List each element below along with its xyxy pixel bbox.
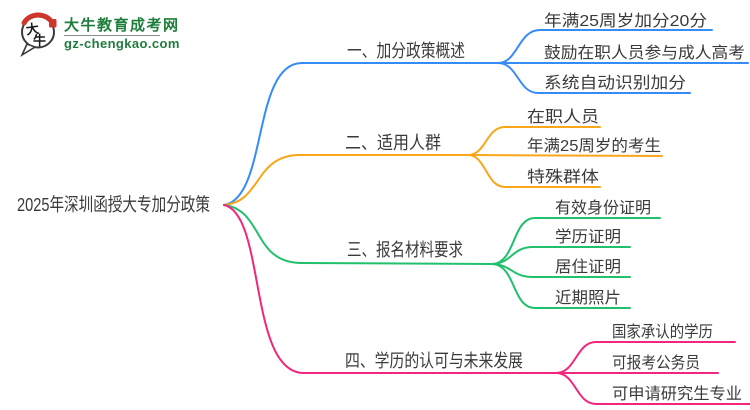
logo-divider [64,35,160,36]
branch-3-fork-line-0 [492,217,661,265]
logo-bubble-tail [20,42,37,58]
logo-text-block: 大牛教育成考网 gz-chengkao.com [64,12,180,51]
site-url: gz-chengkao.com [64,36,180,51]
branch-2-fork-line-2 [467,154,601,188]
branch-4-trunk-line [223,204,557,374]
logo-bubble: 大 牛 [20,12,57,58]
branch-3-lines [223,204,661,309]
branch-4-child-2: 可申请研究生专业 [612,385,742,403]
branch-1-fork-line-2 [497,62,691,94]
branch-1-child-2: 系统自动识别加分 [544,74,686,92]
branch-3-label: 三、报名材料要求 [347,240,463,260]
branch-3-trunk-line [223,204,494,265]
branch-4-child-1: 可报考公务员 [612,354,700,372]
branch-2-lines [223,126,663,206]
branch-1-trunk-line [223,62,499,206]
branch-4-lines [223,204,750,405]
branch-1-label: 一、加分政策概述 [347,41,465,61]
branch-3-child-2: 居住证明 [555,258,621,276]
branch-4-label: 四、学历的认可与未来发展 [345,351,523,371]
branch-1-lines [223,29,749,206]
branch-1-fork-line-0 [497,29,713,64]
branch-1-child-1: 鼓励在职人员参与成人高考 [544,44,745,62]
branch-3-child-1: 学历证明 [555,228,621,246]
branch-3-child-0: 有效身份证明 [555,199,651,217]
branch-2-child-1: 年满25周岁的考生 [527,137,661,155]
branch-4-child-0: 国家承认的学历 [612,323,713,341]
branch-4-fork-line-2 [555,372,750,405]
root-topic: 2025年深圳函授大专加分政策 [17,194,210,215]
branch-2-fork-line-1 [467,154,663,157]
branch-3-child-3: 近期照片 [555,289,621,307]
branch-2-label: 二、适用人群 [345,133,441,153]
branch-4-fork-line-0 [555,341,736,374]
branch-2-child-0: 在职人员 [527,108,599,126]
logo-mark-char-2: 牛 [33,33,46,48]
logo-seal-icon [49,19,57,28]
branch-3-fork-line-1 [492,246,631,265]
branch-2-trunk-line [223,154,469,206]
branch-2-child-2: 特殊群体 [527,168,599,186]
logo-mark-char-1: 大 [25,21,40,38]
site-name: 大牛教育成考网 [64,17,180,34]
branch-3-fork-line-3 [492,263,631,309]
logo-red-arc-icon [21,12,54,26]
branch-1-child-0: 年满25周岁加分20分 [544,12,707,30]
site-logo: 大 牛 大牛教育成考网 gz-chengkao.com [18,12,180,58]
